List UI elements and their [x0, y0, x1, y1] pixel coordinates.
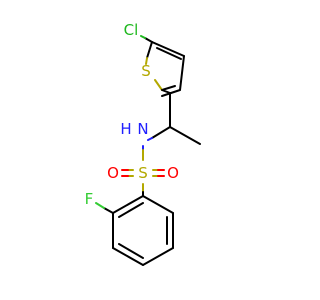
bond-ch-methyl — [169, 126, 201, 145]
bond-c-f — [103, 207, 114, 214]
atom-sulfur-sulfonyl: S — [138, 164, 148, 182]
atom-hydrogen-amine: H — [120, 120, 131, 138]
bond-c5-s — [146, 41, 153, 59]
bond-c5-c4 — [151, 41, 185, 57]
bond-ar-6-1 — [112, 195, 144, 214]
atom-sulfur-thiophene: S — [141, 62, 151, 80]
bond-ar-3-4 — [142, 247, 174, 266]
bond-c5-cl — [144, 37, 153, 43]
bond-c-f-colored — [95, 202, 105, 209]
bond-c4-c3 — [179, 55, 185, 91]
molecule-diagram: Cl S N H S O O F — [85, 21, 201, 266]
atom-fluorine: F — [85, 190, 94, 208]
bond-c5-s-colored — [145, 57, 148, 65]
bond-ar-1-2 — [142, 195, 174, 214]
bond-ch-n — [151, 126, 171, 139]
structure-canvas: Cl S N H S O O F — [85, 21, 201, 266]
bond-ar-4-5-inner — [118, 243, 144, 259]
bond-c5-c4-double — [156, 47, 182, 60]
atom-chlorine: Cl — [124, 21, 139, 39]
bond-c5-cl-colored — [140, 35, 146, 39]
bond-s-c2-colored — [154, 79, 163, 91]
bond-ar-4-5 — [112, 247, 144, 266]
atom-nitrogen: N — [137, 120, 148, 138]
bond-s-c2 — [161, 89, 171, 94]
atom-oxygen-left: O — [107, 164, 119, 182]
bond-ch-n-colored — [147, 137, 153, 141]
bond-c3-c2-double — [161, 85, 176, 91]
atom-oxygen-right: O — [167, 164, 179, 182]
bond-ar-6-1-inner — [118, 202, 144, 218]
